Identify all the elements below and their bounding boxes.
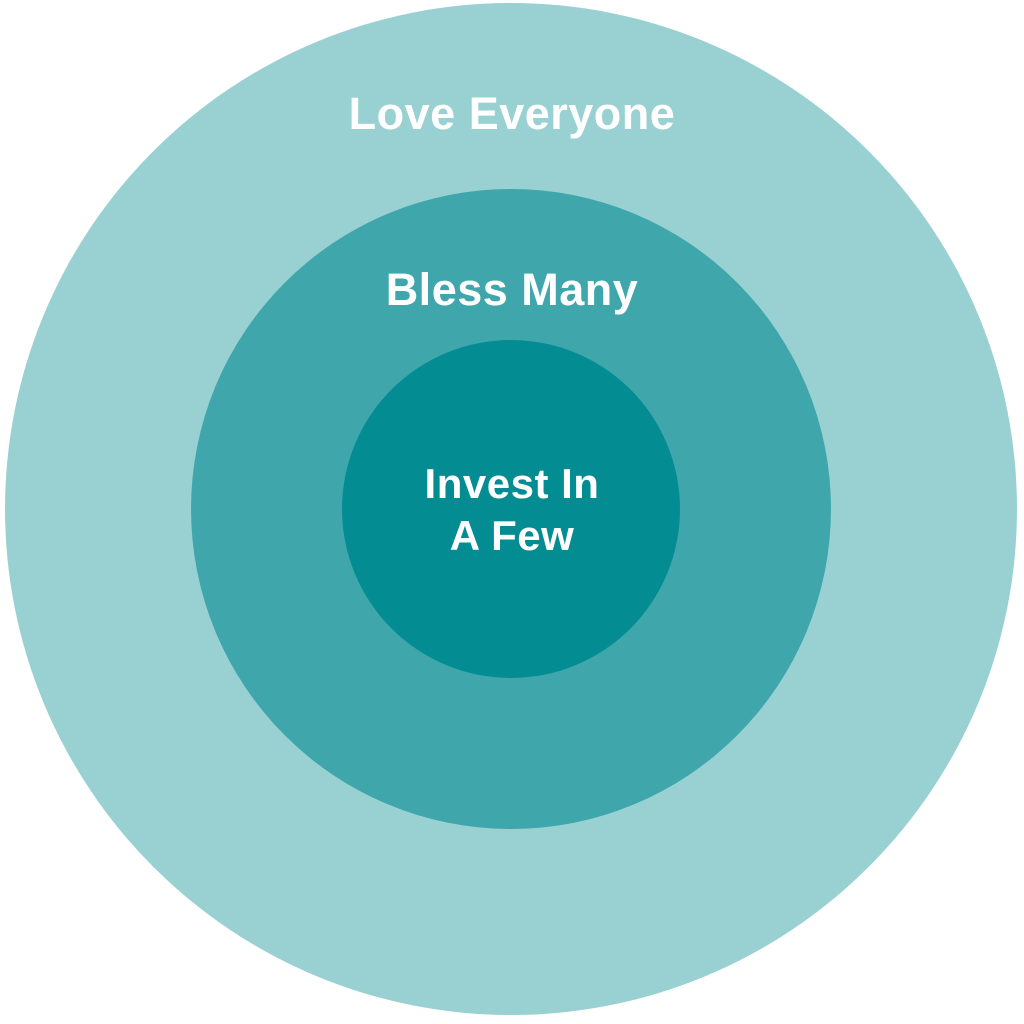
- middle-circle-label: Bless Many: [385, 264, 639, 315]
- inner-circle: [342, 340, 680, 678]
- outer-circle-label: Love Everyone: [348, 88, 676, 139]
- inner-label-line-2: A Few: [449, 512, 575, 559]
- inner-circle-label: Invest In A Few: [0, 458, 1024, 562]
- inner-label-line-1: Invest In: [424, 460, 600, 507]
